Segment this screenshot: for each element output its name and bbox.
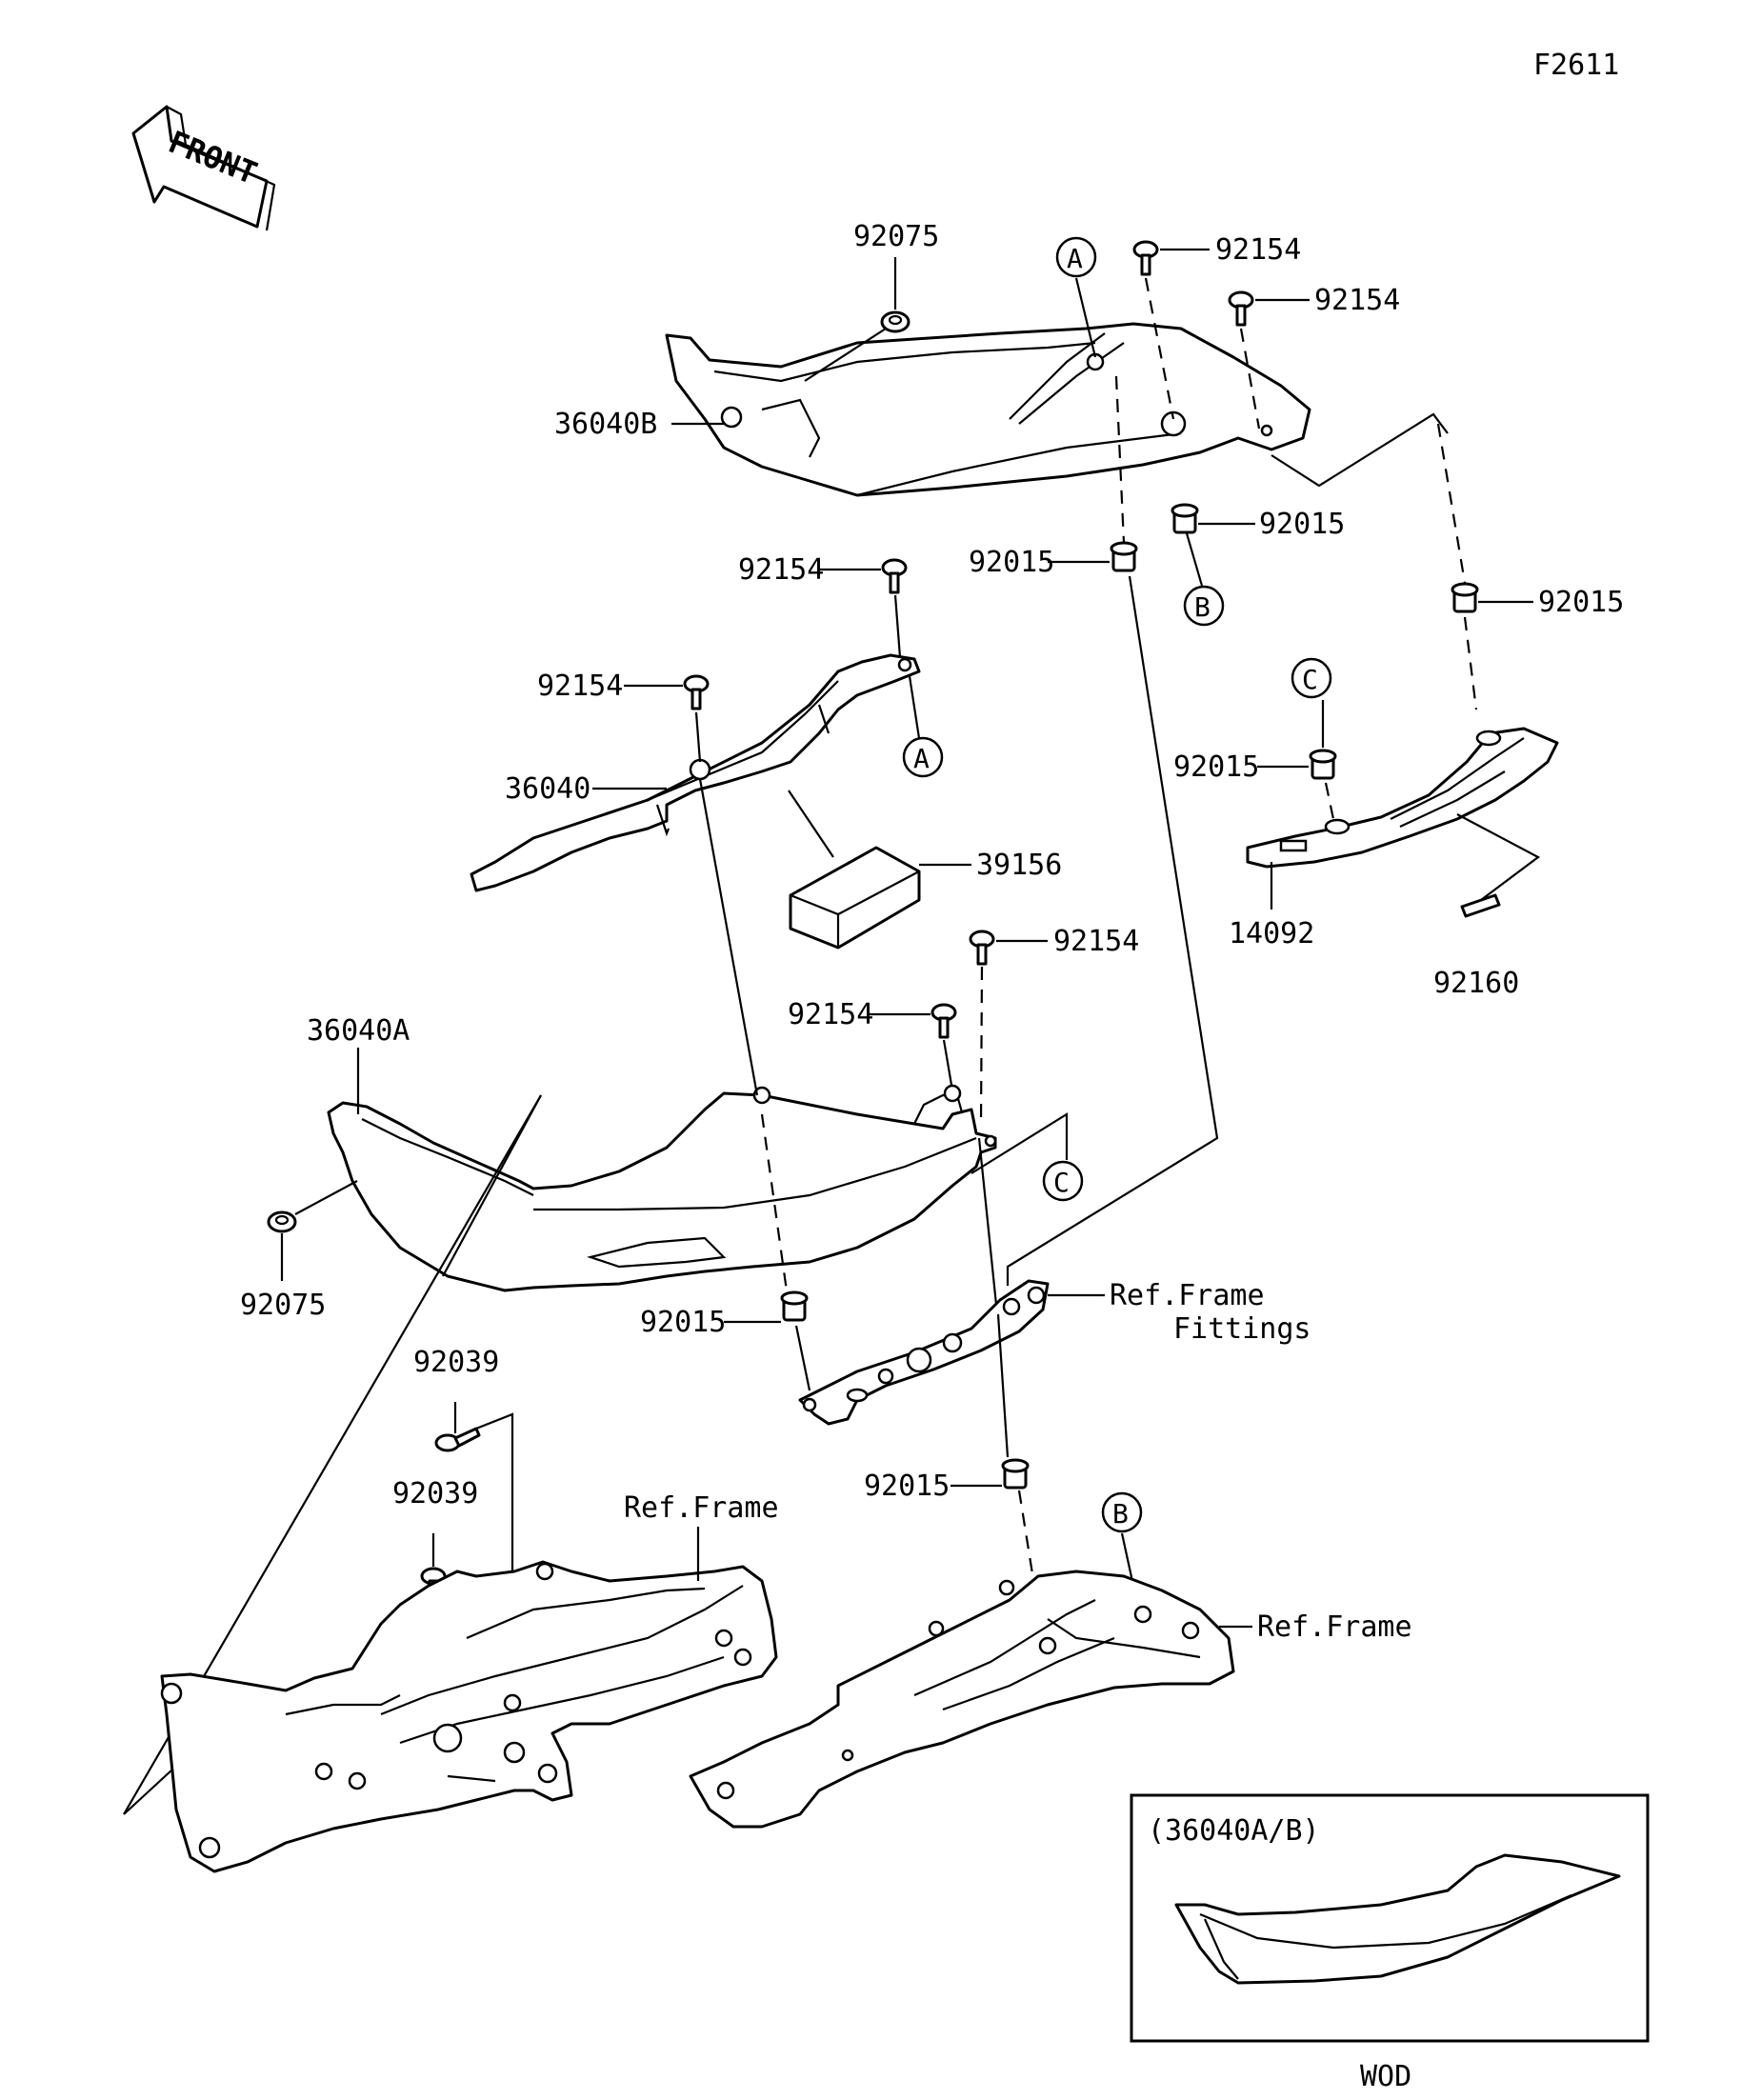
pad-39156 (789, 846, 921, 950)
figure-code: F2611 (1533, 49, 1619, 82)
label-ref-frame-right: Ref.Frame (1257, 1610, 1412, 1644)
label-ref-frame-left: Ref.Frame (624, 1491, 779, 1525)
callout-c-right (1291, 657, 1332, 699)
label-ref-frame-fittings-2: Fittings (1173, 1312, 1311, 1346)
label-36040: 36040 (505, 772, 590, 806)
label-92154-d: 92154 (537, 670, 623, 703)
callout-b-top-text: B (1194, 591, 1211, 623)
callout-a-top (1055, 236, 1097, 278)
inset-caption: WOD (1360, 2060, 1411, 2093)
front-arrow-icon: FRONT (131, 105, 276, 231)
seat-cover-36040B (665, 322, 1311, 497)
callout-c-mid-text: C (1053, 1167, 1070, 1198)
screw-92154-c (881, 558, 908, 594)
stud-92160 (1460, 893, 1501, 918)
frame-fittings (798, 1279, 1050, 1426)
label-36040A: 36040A (307, 1014, 410, 1048)
label-92015-d: 92015 (1173, 750, 1259, 784)
label-36040B: 36040B (554, 408, 657, 441)
bracket-14092 (1246, 727, 1559, 869)
label-14092: 14092 (1229, 917, 1314, 950)
label-92075-top: 92075 (853, 220, 939, 253)
collar-92015-b (1110, 541, 1138, 572)
screw-92154-a (1132, 240, 1159, 276)
callout-a-mid (902, 736, 944, 778)
collar-92015-a (1171, 503, 1199, 534)
callout-a-top-text: A (1067, 243, 1083, 274)
label-92015-b: 92015 (969, 546, 1054, 579)
grommet-92075-bottom (267, 1210, 297, 1233)
label-39156: 39156 (976, 849, 1062, 882)
label-92075-bottom: 92075 (240, 1289, 326, 1322)
label-92160: 92160 (1433, 967, 1519, 1000)
label-92154-a: 92154 (1215, 233, 1301, 267)
label-92154-c: 92154 (738, 553, 824, 587)
label-92154-f: 92154 (788, 998, 873, 1031)
callout-b-bottom-text: B (1112, 1498, 1129, 1530)
bracket-36040 (470, 653, 921, 892)
collar-92015-f (1001, 1458, 1030, 1490)
label-92015-c: 92015 (1538, 586, 1624, 619)
label-92154-e: 92154 (1053, 925, 1139, 958)
label-92015-e: 92015 (640, 1306, 726, 1339)
side-cover-36040A (327, 1084, 997, 1292)
callout-a-mid-text: A (913, 743, 930, 774)
callout-c-right-text: C (1302, 664, 1318, 695)
inset-36040AB: (36040A/B) (1130, 1793, 1650, 2043)
screw-92154-d (683, 674, 710, 710)
label-92154-b: 92154 (1314, 284, 1400, 317)
collar-92015-d (1309, 749, 1337, 780)
collar-92015-c (1451, 582, 1479, 613)
screw-92154-e (969, 930, 995, 966)
callout-c-mid (1042, 1160, 1084, 1202)
label-92039-b: 92039 (392, 1477, 478, 1510)
grommet-92075-top (880, 310, 911, 333)
screw-92039-a (434, 1427, 481, 1452)
frame-right (689, 1570, 1235, 1829)
label-92039-a: 92039 (413, 1346, 499, 1379)
collar-92015-e (780, 1290, 809, 1322)
frame-left (160, 1560, 778, 1873)
callout-b-bottom (1101, 1491, 1143, 1533)
callout-b-top (1183, 585, 1225, 627)
screw-92154-b (1228, 290, 1254, 327)
inset-title: (36040A/B) (1148, 1814, 1320, 1848)
label-ref-frame-fittings-1: Ref.Frame (1110, 1279, 1265, 1312)
label-92015-f: 92015 (864, 1470, 950, 1503)
screw-92154-f (931, 1003, 957, 1039)
label-92015-a: 92015 (1259, 508, 1345, 541)
